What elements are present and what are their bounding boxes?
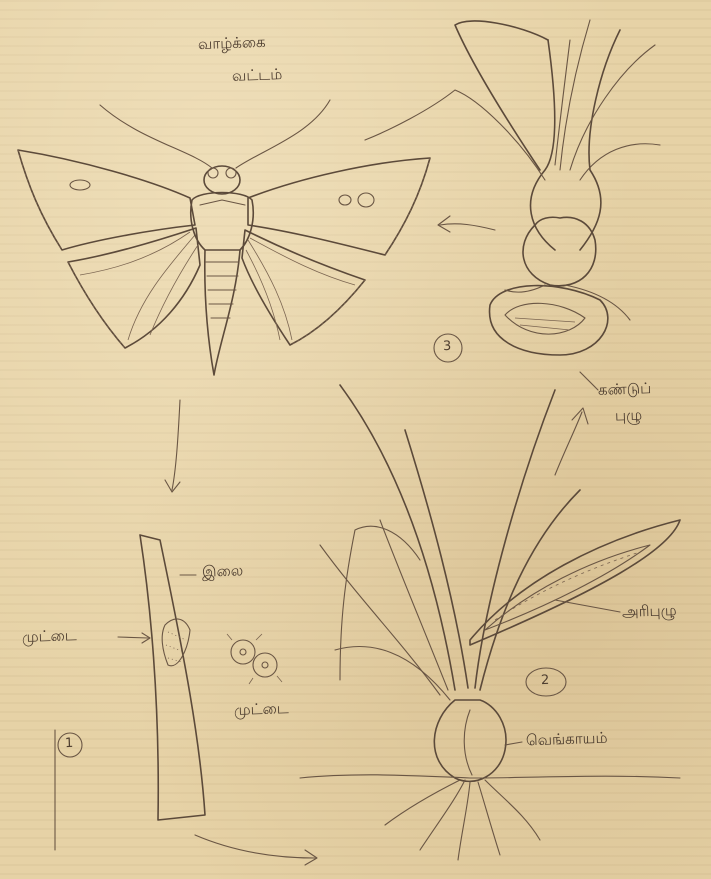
egg-magnified-2 [253,653,277,677]
moth-left-hindwing [68,228,200,348]
arrow-egg-to-onion [195,835,315,858]
moth-illustration [18,100,430,375]
arrow-moth-to-egg [172,400,180,490]
moth-abdomen [205,250,240,375]
egg-label-right: முட்டை [234,699,289,721]
pupa-label-line2: புழு [615,406,643,427]
moth-left-forewing [18,150,195,250]
pupa-label-line1: கண்டுப் [598,379,652,401]
onion-label: வெங்காயம் [526,729,608,752]
life-cycle-title-line2: வட்டம் [232,65,283,87]
caterpillar-leaf [470,520,680,645]
arrow-to-moth [440,224,495,230]
egg-label-left: முட்டை [22,626,77,648]
moth-right-forewing [248,158,430,255]
pupa [505,303,585,334]
life-cycle-title-line1: வாழ்க்கை [198,33,266,55]
stage-2-label: 2 [541,673,550,688]
damaged-onion-illustration [365,20,660,355]
caterpillar-label: அரிபுழு [622,601,677,623]
arrow-to-upper-onion [555,412,582,475]
larva-label: இலை [202,561,244,582]
egg-leaf-illustration [55,535,282,850]
stage-3-label: 3 [443,339,452,354]
onion-bulb-bottom [434,700,506,781]
stage-1-label: 1 [65,736,74,751]
onion-bulb-top [523,217,596,286]
egg-cluster [162,619,190,666]
egg-magnified-1 [231,640,255,664]
leaf-with-eggs [140,535,205,820]
moth-right-hindwing [242,230,365,345]
